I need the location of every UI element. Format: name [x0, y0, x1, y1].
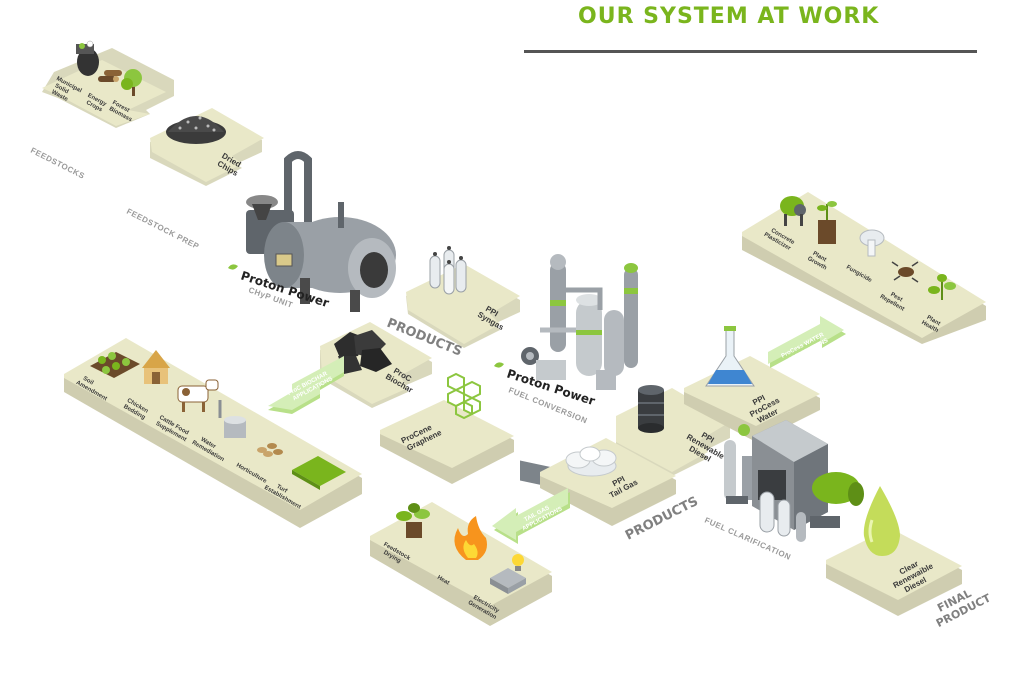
- chyp-unit-machine: [246, 151, 396, 312]
- water-tank-icon: [218, 400, 246, 438]
- page-title: OUR SYSTEM AT WORK: [578, 4, 880, 29]
- water-applications-arrow: ProCess WATER APPLICATIONS: [768, 316, 846, 368]
- generator-bulb-icon: [490, 554, 526, 594]
- cattle-icon: [177, 379, 219, 412]
- graphene-lattice-icon: [447, 372, 481, 420]
- fuel-droplet-icon: [863, 486, 900, 556]
- final-diesel-panel: Clear Renewaible Diesel: [826, 486, 962, 616]
- biochar-uses-panel: Soil Amendment Chicken Bedding Cattle Fo…: [64, 338, 362, 528]
- dried-chips-arrow: Dried Chips: [150, 108, 264, 186]
- label-pest: Pest: [889, 292, 903, 304]
- biochar-applications-arrow: ProC BIOCHAR APPLICATIONS: [268, 356, 344, 414]
- flame-icon: [454, 516, 487, 560]
- feedstocks-arrow: Municipal Solid Waste Energy Crops Fores…: [42, 40, 174, 128]
- stage-label-feedstock-prep: FEEDSTOCK PREP: [125, 207, 201, 252]
- trash-bag-icon: [76, 40, 99, 76]
- stage-label-feedstocks: FEEDSTOCKS: [29, 146, 86, 181]
- gas-cylinders-icon: [429, 246, 467, 295]
- tailgas-applications-arrow: TAIL GAS APPLICATIONS: [492, 488, 570, 544]
- wood-chip-pile-icon: [166, 116, 226, 144]
- title-divider: [524, 50, 977, 53]
- pest-bug-icon: [891, 261, 919, 283]
- cement-mixer-icon: [780, 196, 806, 226]
- biochar-arrow: ProC Biochar: [320, 322, 432, 408]
- tail-gas-panel: PPI Tail Gas: [540, 438, 676, 526]
- potted-plant-icon: [396, 503, 430, 538]
- gas-cloud-icon: [565, 446, 617, 477]
- label-heat: Heat: [436, 575, 450, 587]
- plant-pot-icon: [817, 201, 837, 244]
- oil-barrel-icon: [638, 385, 664, 433]
- graphene-panel: ProCene Graphene: [380, 372, 514, 484]
- label-turf: Turf: [275, 484, 289, 495]
- turf-icon: [292, 456, 346, 490]
- label-soil: Soil: [82, 376, 95, 387]
- tailgas-uses-panel: Feedstock Drying Heat Electricity Genera…: [370, 502, 552, 626]
- soil-amendment-icon: [90, 352, 140, 378]
- plant-health-icon: [928, 274, 956, 300]
- water-uses-panel: Concrete Plasticizer Plant Growth Fungic…: [742, 192, 986, 344]
- fuel-clarification-machine: [724, 420, 864, 542]
- mushroom-icon: [859, 229, 885, 257]
- syngas-arrow: PPI Syngas: [406, 246, 520, 348]
- logs-icon: [98, 70, 122, 82]
- flask-icon: [705, 326, 755, 387]
- horticulture-seeds-icon: [257, 443, 283, 457]
- tree-icon: [121, 69, 142, 96]
- chicken-coop-icon: [142, 350, 170, 384]
